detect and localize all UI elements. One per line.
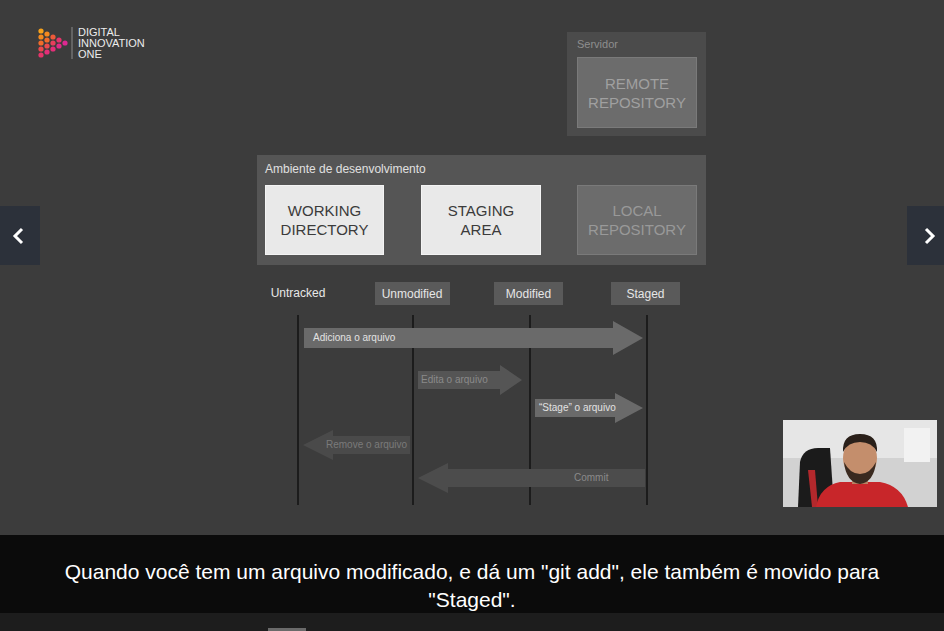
arrow-label: “Stage” o arquivo: [539, 401, 629, 415]
player-bar: [0, 613, 944, 631]
box-label: WORKING DIRECTORY: [272, 201, 377, 239]
state-label: Untracked: [258, 285, 338, 301]
box-label: STAGING AREA: [428, 201, 534, 239]
box-label: LOCAL REPOSITORY: [584, 201, 690, 239]
state-box: Staged: [611, 282, 680, 305]
nav-button: [907, 206, 944, 265]
block-arrow: [418, 463, 645, 493]
chevron-icon: [926, 229, 933, 243]
subtitle-text: Quando você tem um arquivo modificado, e…: [22, 558, 922, 614]
environment-panel: WORKING DIRECTORY STAGING AREA LOCAL REPOS…: [257, 155, 706, 265]
lifelines: [298, 315, 647, 505]
repository-box: LOCAL REPOSITORY: [577, 185, 697, 255]
block-arrow: [418, 365, 522, 395]
arrow-label: Commit: [574, 471, 634, 485]
state-box: Modified: [494, 282, 563, 305]
box-label: Modified: [506, 286, 551, 302]
arrow-label: Edita o arquivo: [421, 373, 499, 387]
logo-mark: [38, 28, 67, 57]
box-label: Staged: [626, 286, 664, 302]
progress-mark: [268, 628, 306, 631]
block-arrow: [535, 393, 643, 423]
webcam-inset: [783, 420, 937, 507]
logo-separator: [72, 27, 73, 59]
box-label: Unmodified: [382, 286, 443, 302]
area-box: WORKING DIRECTORY: [265, 185, 384, 255]
arrow-label: Adiciona o arquivo: [313, 331, 443, 345]
block-arrow: [304, 321, 643, 355]
arrow-label: Remove o arquivo: [326, 438, 410, 452]
area-box: STAGING AREA: [421, 185, 541, 255]
nav-button: [0, 206, 40, 265]
state-box: Unmodified: [375, 282, 450, 305]
server-panel: REMOTE REPOSITORY Servidor: [567, 32, 706, 136]
logo-text: DIGITAL INNOVATION ONE: [78, 27, 156, 60]
panel-title: Servidor: [577, 37, 618, 51]
box-label: REMOTE REPOSITORY: [584, 74, 690, 112]
chevron-icon: [15, 229, 22, 243]
block-arrow: [303, 430, 410, 460]
repository-box: REMOTE REPOSITORY: [577, 57, 697, 128]
subtitle-bar: [0, 535, 944, 613]
panel-title: Ambiente de desenvolvimento: [265, 162, 426, 176]
